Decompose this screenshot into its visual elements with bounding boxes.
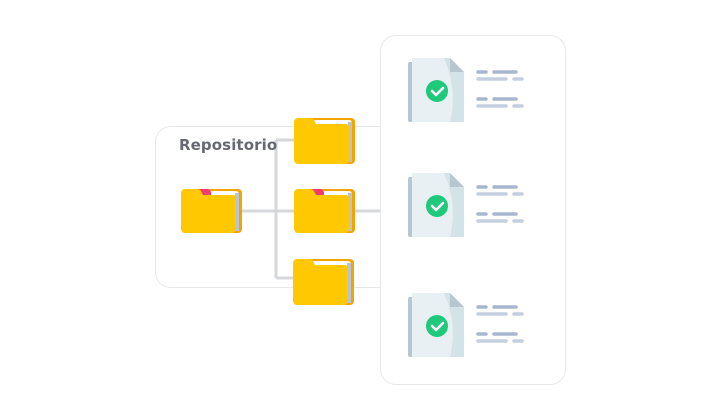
document-check-icon[interactable] [408, 291, 543, 361]
folder-icon[interactable] [292, 183, 356, 235]
repository-title: Repositorio [179, 136, 278, 154]
folder-icon[interactable] [291, 255, 355, 307]
folder-icon[interactable] [292, 114, 356, 166]
folder-icon[interactable] [179, 183, 243, 235]
document-check-icon[interactable] [408, 171, 543, 241]
document-check-icon[interactable] [408, 56, 543, 126]
